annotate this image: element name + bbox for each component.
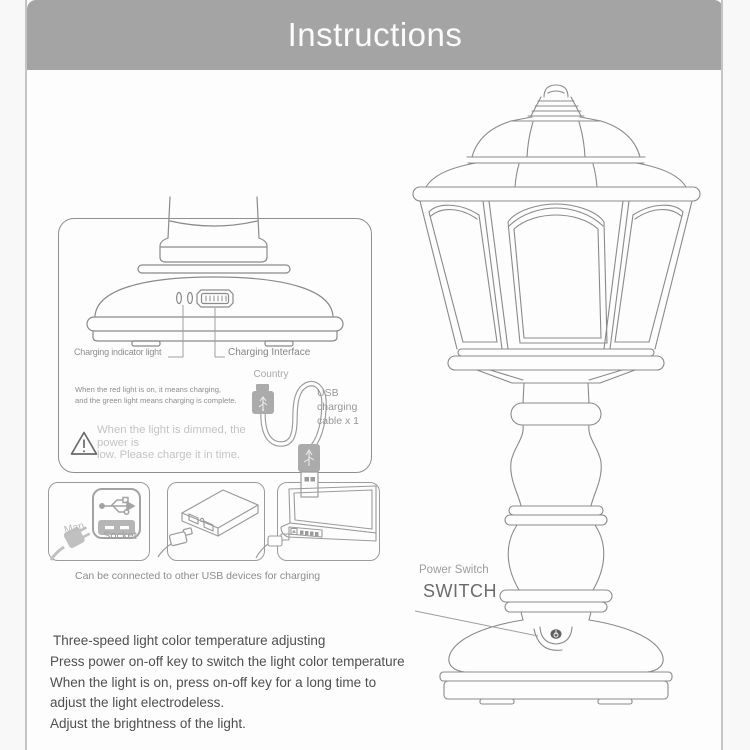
usage-instructions-text: Three-speed light color temperature adju…	[50, 633, 405, 732]
power-switch-icon	[533, 626, 573, 651]
charging-interface-label: Charging Interface	[228, 347, 311, 358]
low-power-warning-text: When the light is dimmed, the power is l…	[97, 424, 246, 461]
header-bar: Instructions	[27, 0, 723, 70]
device-box-wall-socket	[48, 482, 150, 561]
power-switch-label: Power Switch	[419, 564, 489, 576]
card-right-edge	[721, 0, 723, 750]
socket-label: Socket	[103, 530, 137, 542]
page-title: Instructions	[287, 16, 463, 53]
switch-leader-line	[414, 610, 539, 637]
charging-status-note: When the red light is on, it means charg…	[75, 385, 237, 405]
power-switch-name: SWITCH	[423, 581, 497, 601]
charging-indicator-label: Charging indicator light	[74, 347, 162, 357]
usb-cable-label: USB charging cable x 1	[317, 387, 360, 427]
instruction-sheet: Instructions	[27, 0, 723, 750]
card-left-edge	[25, 0, 27, 750]
country-label: Country	[253, 369, 289, 380]
device-box-power-bank	[167, 482, 265, 561]
device-box-laptop	[277, 482, 380, 561]
lamp-illustration	[412, 84, 701, 705]
charging-detail-panel	[58, 218, 372, 473]
usb-devices-caption: Can be connected to other USB devices fo…	[75, 570, 321, 582]
